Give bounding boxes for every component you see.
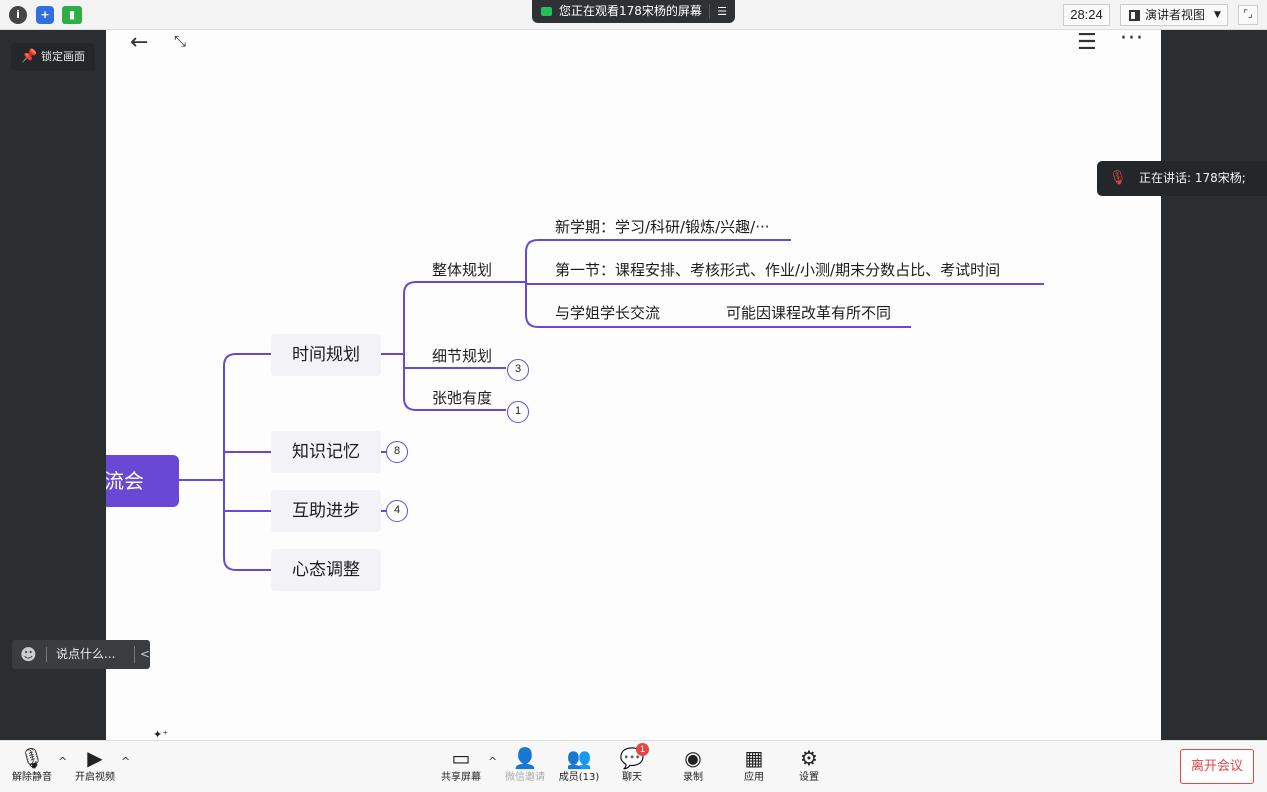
mindmap-root-node[interactable]: 流会 [106,455,179,507]
muted-mic-icon: 🎙 [1109,170,1127,186]
node-senior-exchange[interactable]: 与学姐学长交流 [555,304,661,322]
node-note-course-reform: 可能因课程改革有所不同 [726,304,892,322]
wechat-invite-button[interactable]: 👤 微信邀请 [502,741,548,792]
record-icon: ◉ [684,746,702,770]
collapse-icon[interactable]: ⤡ [174,32,187,50]
collapsed-count-badge[interactable]: 1 [507,401,529,423]
node-balance[interactable]: 张弛有度 [432,389,493,407]
active-speaker-indicator: 🎙 正在讲话: 178宋杨; [1097,161,1267,196]
unmute-button[interactable]: 🎙 解除静音 [6,741,58,792]
view-mode-dropdown[interactable]: 演讲者视图 ▼ [1120,4,1228,26]
node-mindset-adjust[interactable]: 心态调整 [271,549,381,591]
active-speaker-label: 正在讲话: 178宋杨; [1139,171,1246,185]
collapsed-count-badge[interactable]: 8 [386,441,408,463]
divider [134,646,135,663]
share-screen-button[interactable]: ▭ 共享屏幕 [438,741,484,792]
chat-quick-input[interactable]: ☻ 说点什么... < [12,640,150,669]
leave-meeting-button[interactable]: 离开会议 [1180,749,1254,784]
node-first-lesson[interactable]: 第一节：课程安排、考核形式、作业/小测/期末分数占比、考试时间 [555,261,1001,279]
muted-mic-icon: 🎙 [19,746,45,770]
share-screen-label: 共享屏幕 [441,772,481,783]
members-button[interactable]: 👥 成员(13) [557,741,601,792]
more-options-icon[interactable]: ··· [1120,30,1144,51]
apps-icon: ▦ [744,746,764,770]
record-label: 录制 [683,772,703,783]
apps-button[interactable]: ▦ 应用 [738,741,770,792]
chevron-down-icon: ▼ [1214,10,1221,20]
node-detail-planning[interactable]: 细节规划 [432,347,493,365]
lock-screen-button[interactable]: 📌 锁定画面 [11,43,95,71]
divider [46,647,47,662]
screen-share-banner: 您正在观看178宋杨的屏幕 ☰ [532,0,735,23]
chevron-up-icon[interactable]: ^ [488,755,498,768]
sparkle-icon: ✦⁺ [153,728,169,740]
node-mutual-progress[interactable]: 互助进步 [271,490,381,532]
network-signal-icon[interactable]: ▮ [62,6,82,24]
wechat-invite-label: 微信邀请 [505,772,545,783]
chat-label: 聊天 [622,772,642,783]
meeting-toolbar: 🎙 解除静音 ^ ▶ 开启视频 ^ ▭ 共享屏幕 ^ 👤 微信邀请 👥 成员(1… [0,740,1267,792]
record-button[interactable]: ◉ 录制 [677,741,709,792]
collapsed-count-badge[interactable]: 3 [507,359,529,381]
video-camera-icon [541,7,552,16]
start-video-label: 开启视频 [75,772,115,783]
node-knowledge-memory[interactable]: 知识记忆 [271,431,381,473]
members-label: 成员(13) [558,772,600,783]
banner-menu-icon[interactable]: ☰ [717,5,727,18]
view-mode-label: 演讲者视图 [1145,8,1206,22]
video-off-icon: ▶ [87,746,103,770]
members-icon: 👥 [566,746,592,770]
chat-input-placeholder[interactable]: 说点什么... [56,647,116,661]
chevron-up-icon[interactable]: ^ [58,755,68,768]
node-time-planning[interactable]: 时间规划 [271,334,381,376]
share-screen-icon: ▭ [451,746,471,770]
emoji-icon[interactable]: ☻ [20,645,37,664]
settings-label: 设置 [799,772,819,783]
chat-unread-badge: 1 [636,743,649,756]
settings-button[interactable]: ⚙ 设置 [793,741,825,792]
layout-icon [1129,10,1140,21]
start-video-button[interactable]: ▶ 开启视频 [70,741,120,792]
screen-share-banner-text: 您正在观看178宋杨的屏幕 [559,4,702,18]
top-bar: i + ▮ 您正在观看178宋杨的屏幕 ☰ 28:24 演讲者视图 ▼ ⌜⌟ [0,0,1267,30]
back-arrow-icon[interactable]: ← [130,30,149,55]
shared-screen: ← ⤡ ☰ ··· 流会 时间规划 [106,30,1161,740]
apps-label: 应用 [744,772,764,783]
unmute-label: 解除静音 [12,772,52,783]
outline-list-icon[interactable]: ☰ [1077,30,1097,55]
banner-divider [709,4,710,19]
chevron-up-icon[interactable]: ^ [121,755,131,768]
chevron-left-icon[interactable]: < [140,647,151,661]
security-shield-icon[interactable]: + [36,6,54,24]
collapsed-count-badge[interactable]: 4 [386,500,408,522]
node-overall-planning[interactable]: 整体规划 [432,261,493,279]
add-user-icon: 👤 [512,746,538,770]
pin-icon: 📌 [21,49,38,64]
mindmap-connectors [179,239,1044,571]
meeting-timer: 28:24 [1063,4,1110,26]
node-new-semester[interactable]: 新学期：学习/科研/锻炼/兴趣/··· [555,218,770,236]
fullscreen-icon[interactable]: ⌜⌟ [1238,5,1258,25]
gear-icon: ⚙ [800,746,818,770]
lock-screen-label: 锁定画面 [41,50,85,63]
info-icon[interactable]: i [9,6,27,24]
